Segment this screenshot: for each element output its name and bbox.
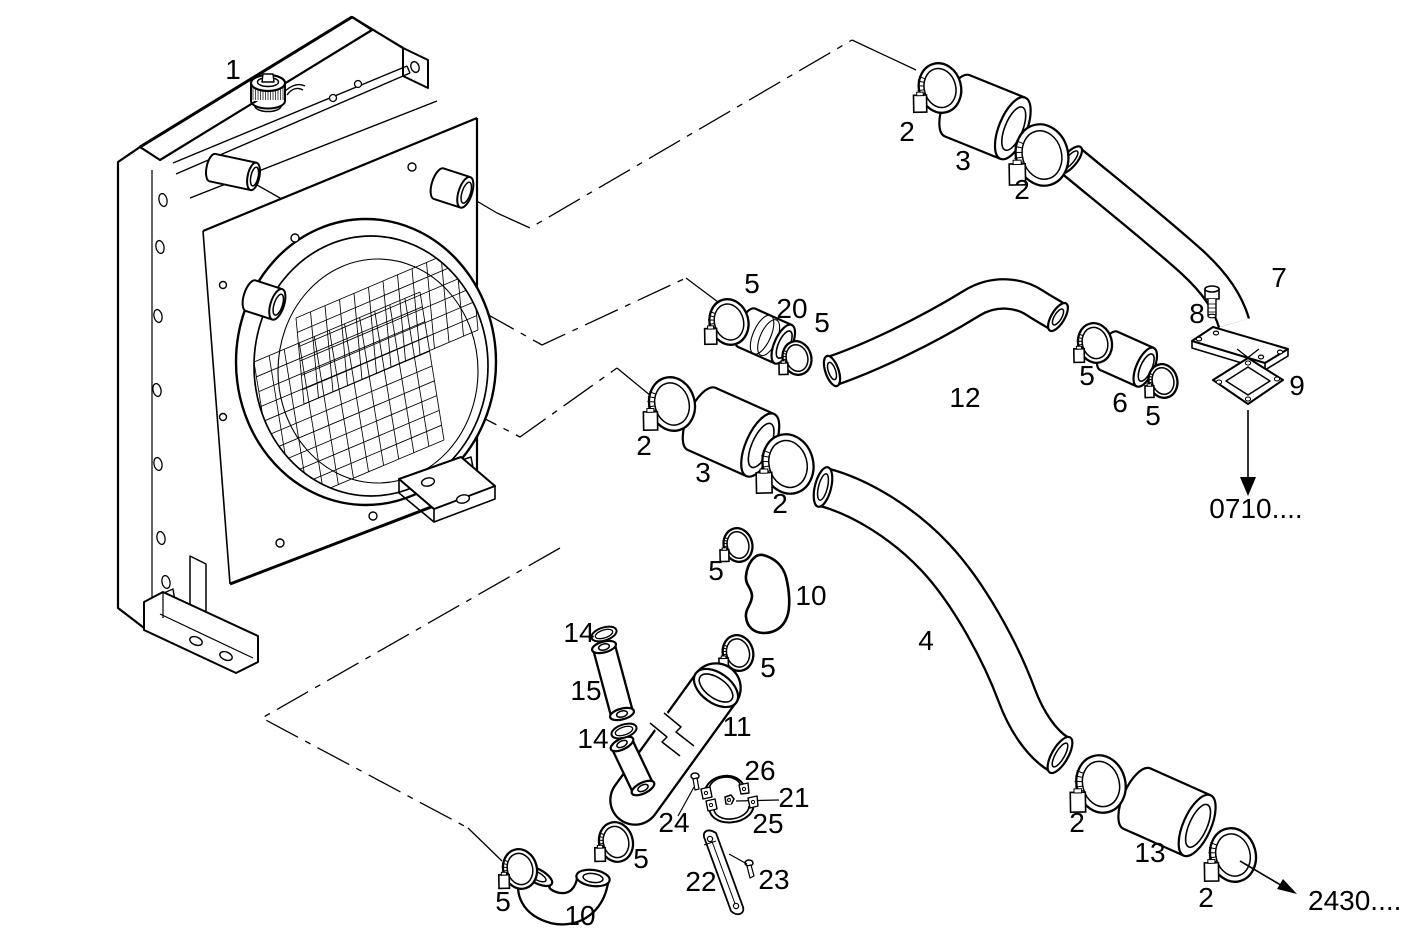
flange-bolt-8 — [1204, 285, 1220, 319]
exploded-parts — [497, 62, 1297, 926]
part-label-6: 6 — [1112, 387, 1128, 418]
part-label-2: 2 — [899, 116, 915, 147]
radiator-port — [429, 167, 475, 209]
hose-clamp — [778, 340, 813, 376]
leader-line — [851, 39, 917, 71]
part-label-2: 2 — [1198, 882, 1214, 913]
hose-clamp — [718, 634, 755, 672]
hose-clamp — [1203, 827, 1258, 883]
part-label-26: 26 — [744, 755, 775, 786]
reference-label-2: 2430.... — [1308, 885, 1401, 916]
tube-15 — [590, 639, 636, 722]
part-label-14: 14 — [563, 617, 594, 648]
part-label-5: 5 — [495, 886, 511, 917]
hose-clamp — [497, 848, 539, 890]
reference-arrow-right — [1277, 879, 1297, 894]
pipe-flange-and-gasket — [1191, 285, 1289, 496]
clip-ring-14 — [610, 722, 638, 740]
radiator-illustration — [116, 15, 498, 674]
part-label-7: 7 — [1271, 262, 1287, 293]
leader-line — [616, 367, 652, 397]
hose-clamp — [642, 376, 697, 432]
part-label-25: 25 — [752, 808, 783, 839]
hose-clamp — [755, 433, 815, 495]
radiator-port — [205, 152, 261, 192]
part-label-23: 23 — [758, 864, 789, 895]
alignment-dash-line — [261, 547, 561, 829]
part-label-15: 15 — [570, 675, 601, 706]
alignment-dash-line — [279, 197, 687, 346]
part-label-5: 5 — [814, 307, 830, 338]
hose-12 — [822, 278, 1070, 388]
part-label-9: 9 — [1289, 370, 1305, 401]
part-label-21: 21 — [778, 782, 809, 813]
part-label-3: 3 — [955, 145, 971, 176]
part-label-5: 5 — [1145, 400, 1161, 431]
hose-sleeve — [681, 386, 781, 478]
radiator-port — [241, 279, 287, 321]
part-label-4: 4 — [918, 625, 934, 656]
hose-4 — [812, 466, 1074, 775]
part-label-5: 5 — [1079, 360, 1095, 391]
part-label-14: 14 — [577, 723, 608, 754]
hose-clamp — [719, 527, 754, 563]
part-label-8: 8 — [1189, 298, 1205, 329]
reference-arrow-down — [1240, 477, 1256, 496]
pipe-support-clamp-set — [677, 772, 780, 916]
part-label-2: 2 — [1014, 174, 1030, 205]
part-label-5: 5 — [760, 652, 776, 683]
part-label-20: 20 — [776, 293, 807, 324]
part-label-10: 10 — [795, 580, 826, 611]
part-label-2: 2 — [636, 430, 652, 461]
alignment-dash-line — [496, 39, 853, 229]
clip-ring-14 — [590, 625, 618, 643]
hose-clamp — [1072, 322, 1114, 364]
hose-clamp — [1008, 123, 1070, 187]
leader-line — [685, 277, 723, 306]
part-label-3: 3 — [695, 457, 711, 488]
hose-clamp — [912, 62, 963, 114]
elbow-hose-10 — [744, 553, 791, 635]
hose-clamp — [593, 821, 635, 863]
leader-line — [467, 827, 503, 862]
hose-clamp — [1069, 754, 1127, 814]
hose-sleeve — [1117, 766, 1217, 858]
part-label-22: 22 — [685, 866, 716, 897]
part-label-12: 12 — [949, 382, 980, 413]
part-label-2: 2 — [772, 488, 788, 519]
hose-clamp — [703, 298, 750, 346]
reference-label-1: 0710.... — [1209, 493, 1302, 524]
hose-clamp — [1144, 363, 1179, 399]
part-label-13: 13 — [1134, 837, 1165, 868]
part-label-5: 5 — [633, 843, 649, 874]
part-label-5: 5 — [744, 268, 760, 299]
tube-stub — [609, 735, 656, 797]
part-label-24: 24 — [658, 807, 689, 838]
filler-cap — [249, 73, 306, 113]
part-label-10: 10 — [564, 900, 595, 931]
part-label-2: 2 — [1069, 807, 1085, 838]
part-label-1: 1 — [225, 54, 241, 85]
part-label-11: 11 — [722, 711, 751, 742]
part-label-5: 5 — [708, 555, 724, 586]
